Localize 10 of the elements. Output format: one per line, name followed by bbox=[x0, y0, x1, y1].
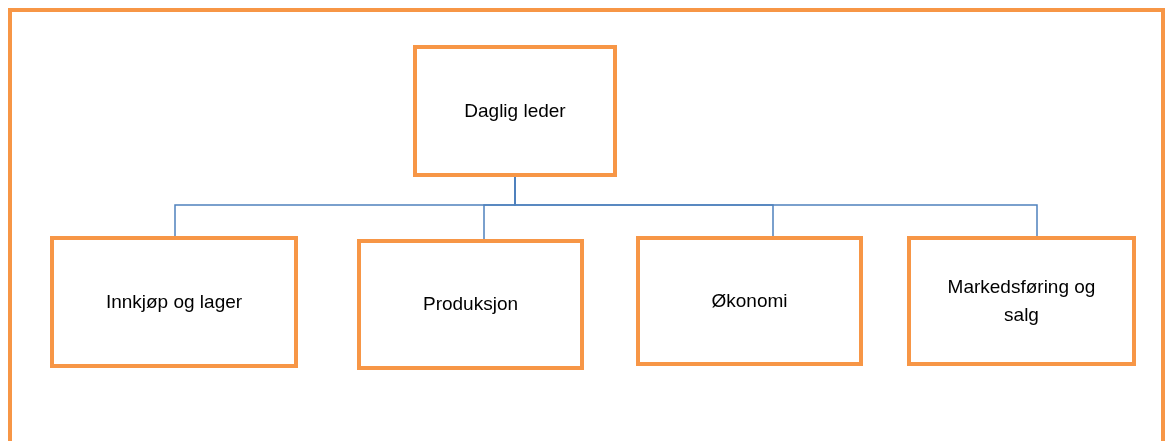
box-label: Innkjøp og lager bbox=[105, 289, 243, 314]
org-box bbox=[636, 236, 863, 366]
org-box bbox=[50, 236, 298, 368]
org-box bbox=[907, 236, 1136, 366]
box-label: Produksjon bbox=[422, 292, 519, 317]
box-label: Økonomi bbox=[711, 288, 788, 313]
org-box bbox=[413, 45, 617, 177]
box-label: Markedsføring og salg bbox=[946, 274, 1097, 327]
org-box bbox=[357, 239, 584, 370]
box-label: Daglig leder bbox=[464, 98, 566, 123]
